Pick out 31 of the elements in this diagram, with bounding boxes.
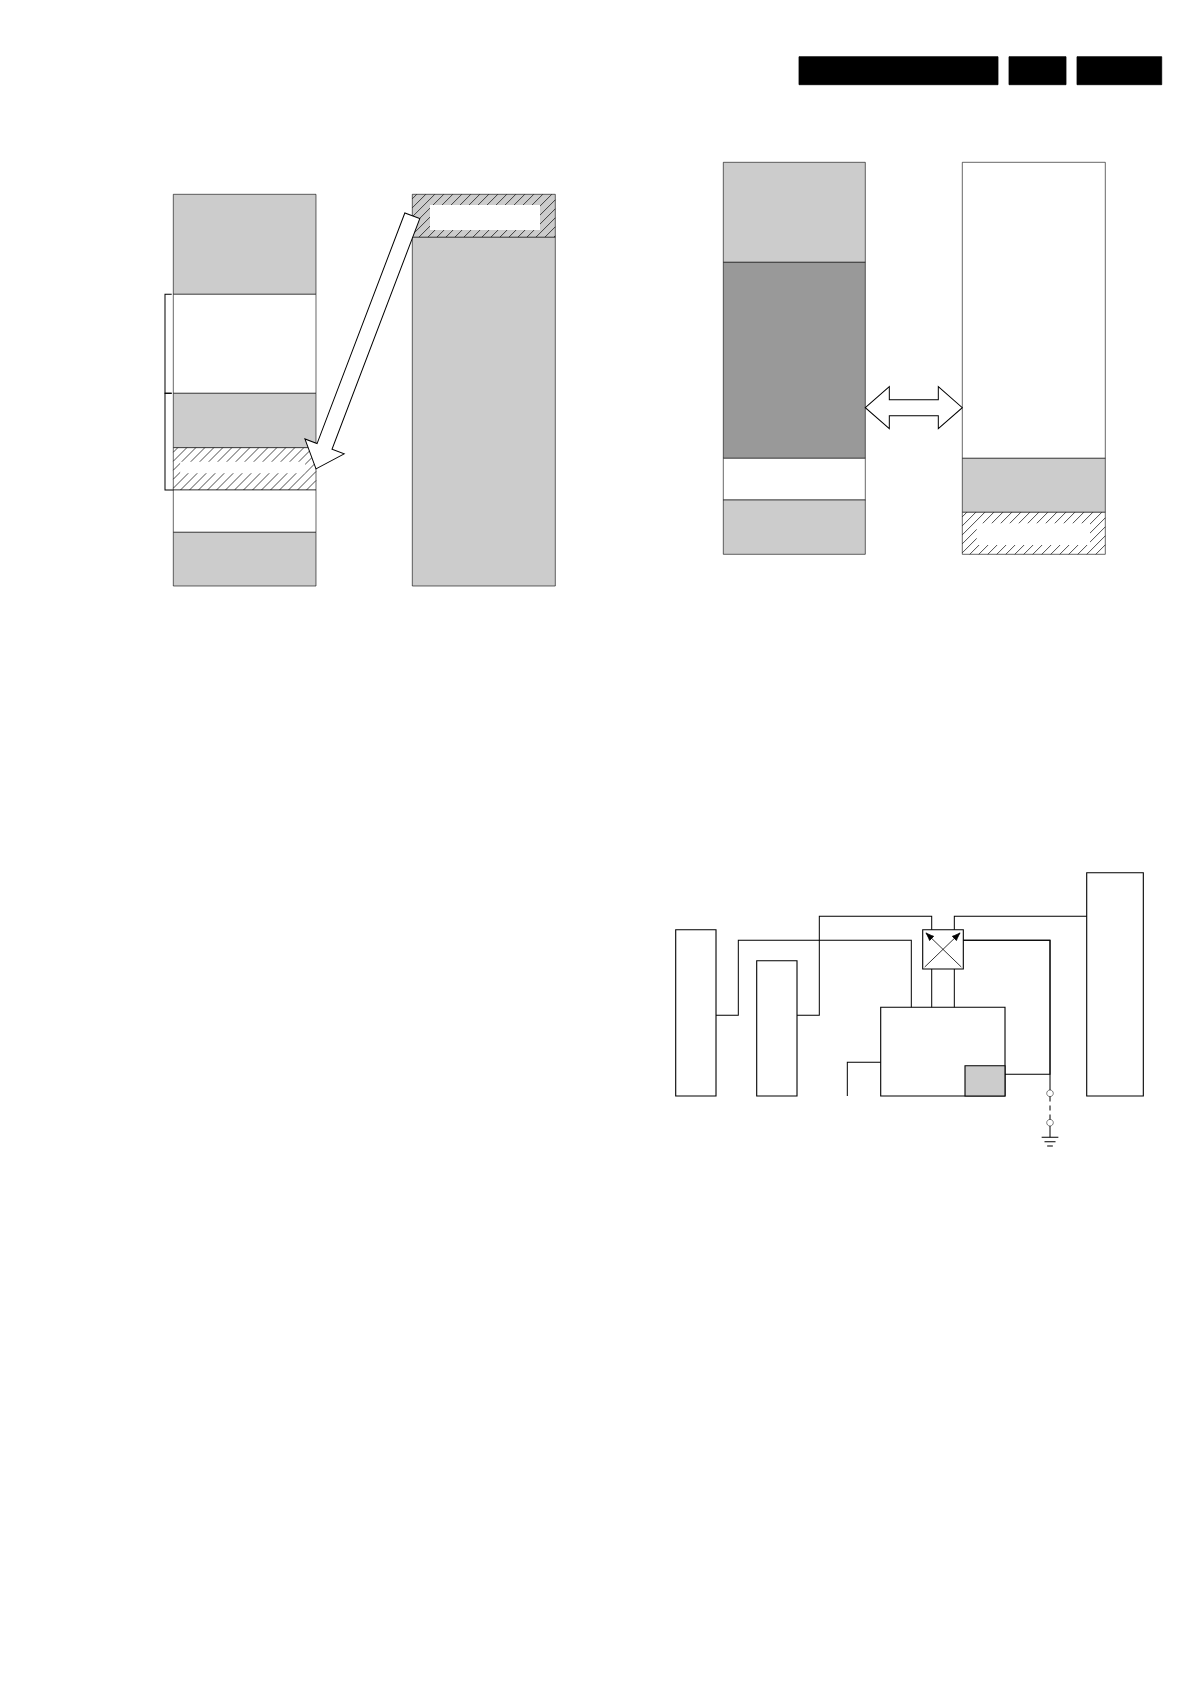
- ground-symbol: [1041, 1136, 1059, 1147]
- inner-box: [964, 1065, 1006, 1097]
- header-bar: [1076, 56, 1163, 86]
- stack-band: [962, 458, 1106, 513]
- blank-label-box: [430, 205, 540, 230]
- stack-band: [723, 262, 866, 459]
- stack-band: [723, 162, 866, 263]
- header-bar: [1008, 56, 1067, 86]
- block-arrow: [304, 212, 421, 470]
- dashed-line: [1049, 1096, 1051, 1120]
- header-bar: [798, 56, 999, 86]
- stack-band: [173, 294, 317, 394]
- connector-line: [796, 915, 933, 1016]
- block-box: [1086, 872, 1144, 1097]
- stack-band: [173, 194, 317, 295]
- connector-line: [931, 968, 933, 1008]
- stack-band: [962, 162, 1106, 459]
- connector-line: [715, 939, 912, 1016]
- connector-line: [846, 1061, 882, 1097]
- connector-line: [1049, 1125, 1051, 1138]
- stack-band: [723, 499, 866, 555]
- blank-label-box: [976, 523, 1090, 545]
- block-box: [675, 929, 717, 1097]
- stack-band: [173, 532, 317, 587]
- connector-line: [953, 968, 955, 1008]
- connector-line: [953, 915, 1088, 931]
- block-box: [756, 960, 798, 1097]
- stack-band: [723, 458, 866, 501]
- stack-band: [173, 393, 317, 448]
- stack-band: [173, 489, 317, 533]
- double-block-arrow: [864, 386, 963, 430]
